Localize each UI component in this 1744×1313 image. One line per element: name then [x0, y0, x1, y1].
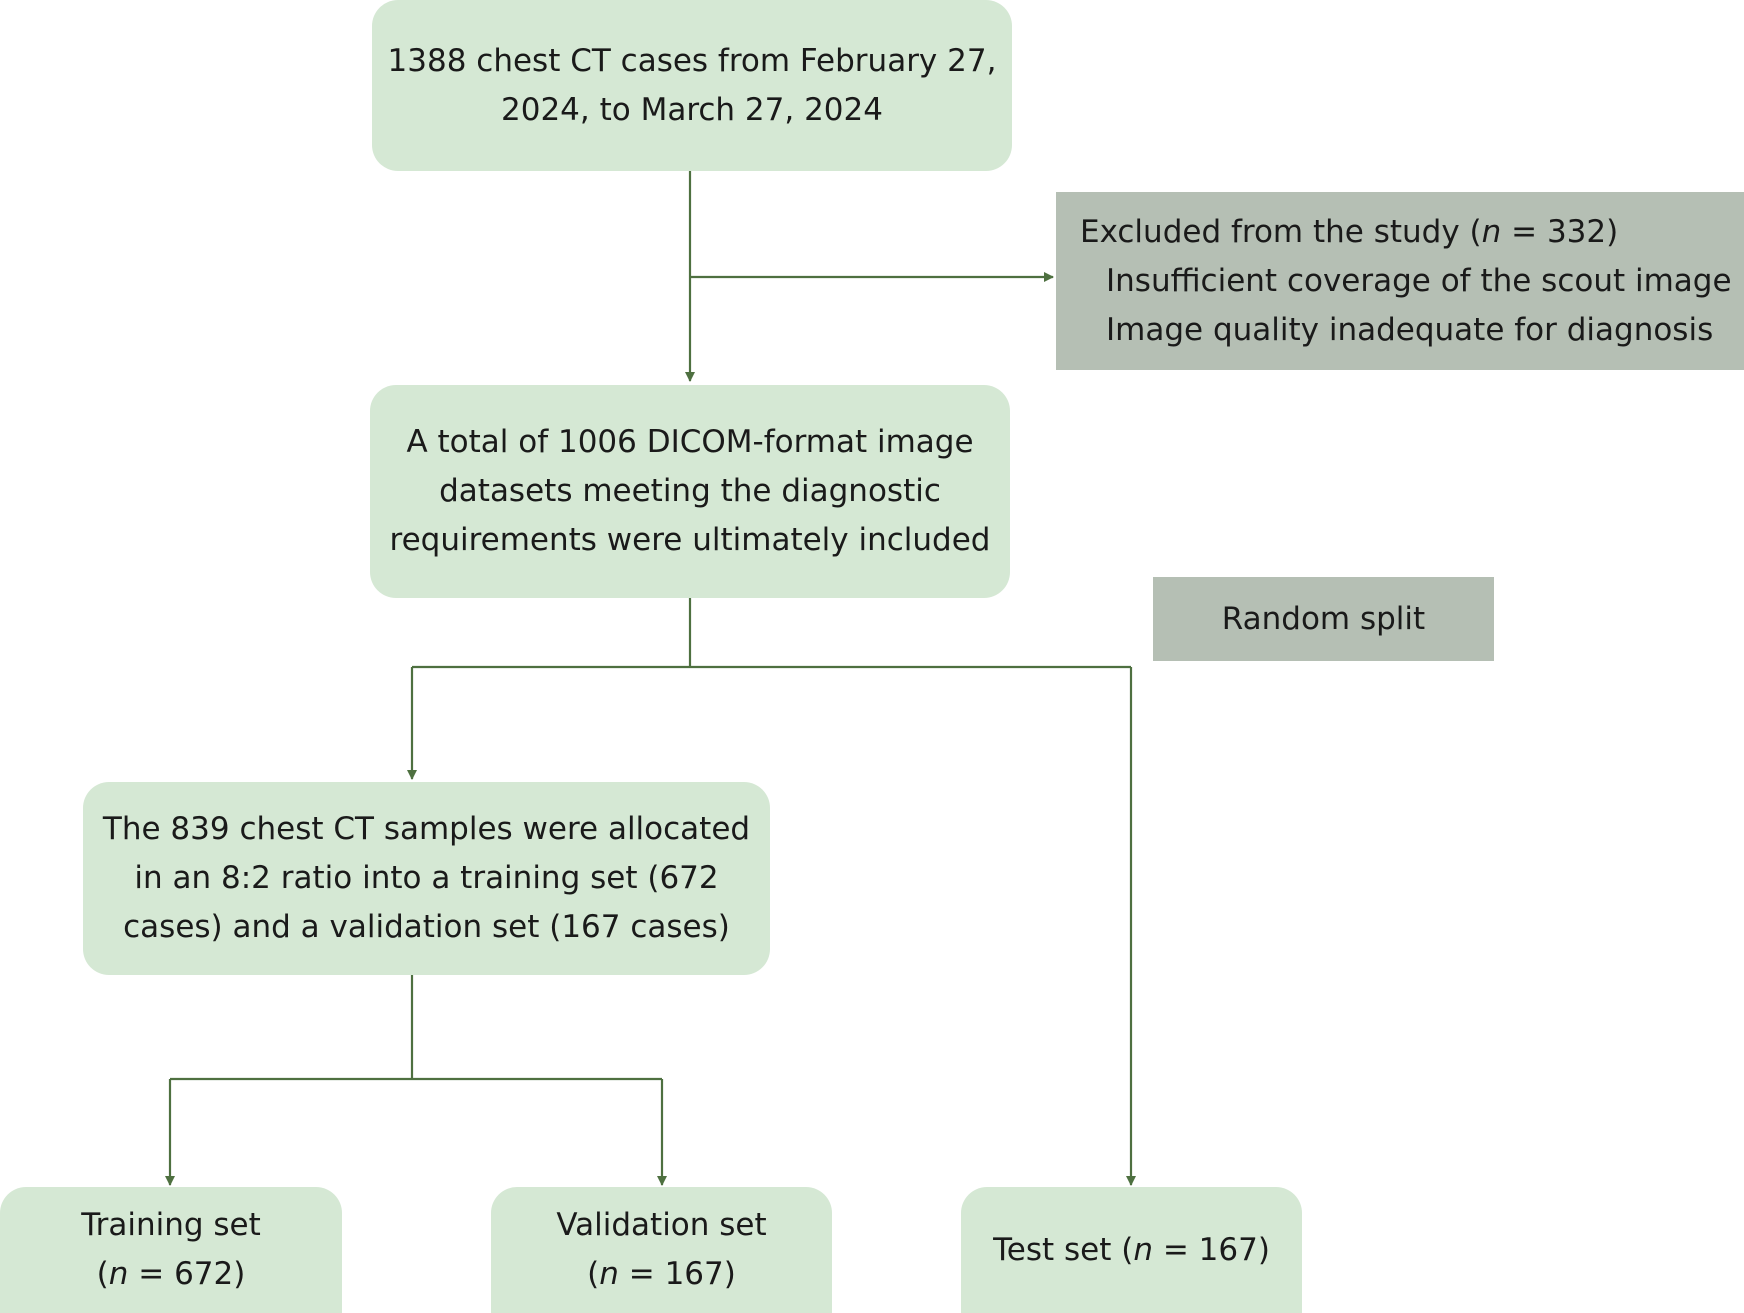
excluded-node: Excluded from the study (n = 332) Insuff… [1056, 192, 1744, 370]
included-node: A total of 1006 DICOM-format image datas… [370, 385, 1010, 598]
excluded-title: Excluded from the study (n = 332) [1080, 213, 1619, 250]
excluded-reason-2: Image quality inadequate for diagnosis [1106, 311, 1714, 348]
training-set-label: Training set [81, 1207, 261, 1243]
allocation-line-1: The 839 chest CT samples were allocated [102, 811, 751, 847]
start-node: 1388 chest CT cases from February 27, 20… [372, 0, 1012, 171]
training-set-node: Training set (n = 672) [0, 1187, 342, 1313]
validation-set-n: (n = 167) [587, 1256, 736, 1292]
included-line-1: A total of 1006 DICOM-format image [406, 424, 974, 460]
validation-set-node: Validation set (n = 167) [491, 1187, 832, 1313]
allocation-line-3: cases) and a validation set (167 cases) [123, 909, 730, 945]
start-line-1: 1388 chest CT cases from February 27, [387, 42, 997, 79]
allocation-line-2: in an 8:2 ratio into a training set (672 [134, 860, 719, 896]
random-split-text: Random split [1221, 600, 1426, 637]
test-set-label: Test set (n = 167) [993, 1231, 1270, 1268]
training-set-n: (n = 672) [96, 1256, 246, 1292]
validation-set-label: Validation set [556, 1207, 767, 1243]
included-line-3: requirements were ultimately included [389, 522, 991, 558]
allocation-node: The 839 chest CT samples were allocated … [83, 782, 770, 975]
test-set-node: Test set (n = 167) [961, 1187, 1302, 1313]
excluded-reason-1: Insufficient coverage of the scout image [1106, 262, 1732, 299]
random-split-label: Random split [1153, 577, 1494, 661]
start-line-2: 2024, to March 27, 2024 [501, 91, 883, 128]
included-line-2: datasets meeting the diagnostic [439, 473, 941, 509]
